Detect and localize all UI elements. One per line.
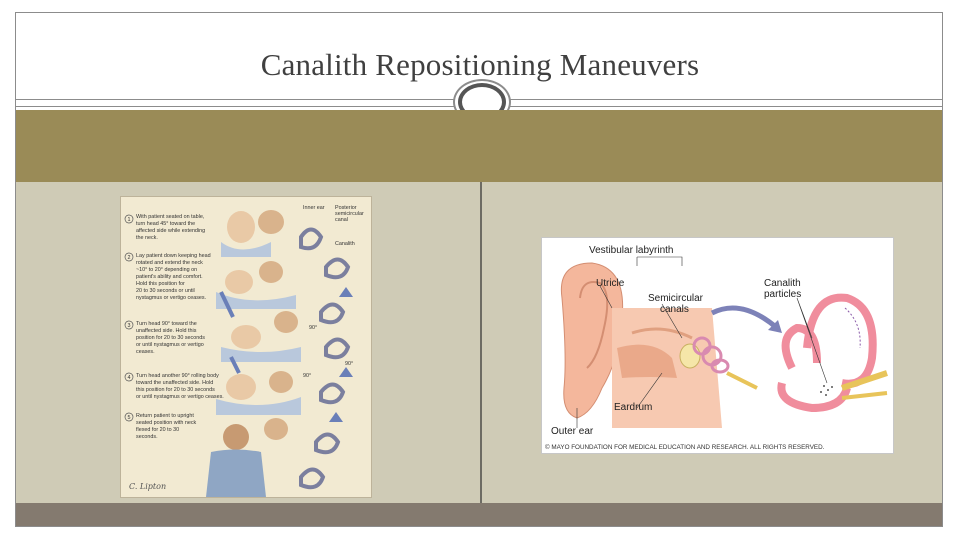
step-4-line-3: this position for 20 to 30 seconds	[136, 387, 215, 393]
step-4-line-2: toward the unaffected side. Hold	[136, 380, 213, 386]
step-3-line-5: ceases.	[136, 349, 155, 355]
step-5-number: 5	[128, 415, 131, 421]
label-angle-c: 90°	[303, 373, 311, 379]
step-4-number: 4	[128, 375, 131, 381]
step-5-line-1: Return patient to upright	[136, 413, 194, 419]
step-5: 5 Return patient to upright seated posit…	[124, 412, 197, 440]
label-outer-ear: Outer ear	[551, 426, 594, 437]
canal-diagrams	[299, 227, 351, 490]
copyright-text: © MAYO FOUNDATION FOR MEDICAL EDUCATION …	[545, 443, 825, 451]
patient-figures	[206, 210, 301, 497]
step-5-line-3: flexed for 20 to 30	[136, 427, 179, 433]
enlarged-labyrinth	[777, 293, 877, 413]
step-1: 1 With patient seated on table, turn hea…	[124, 214, 205, 241]
label-canalith-1: Canalith	[764, 278, 801, 289]
step-4: 4 Turn head another 90° rolling body tow…	[124, 372, 224, 400]
step-3: 3 Turn head 90° toward the unaffected si…	[124, 320, 205, 355]
step-1-number: 1	[128, 217, 131, 223]
step-2-line-3: ~10° to 20° depending on	[136, 267, 197, 273]
zoom-arrow	[710, 305, 779, 330]
footer-band	[16, 503, 942, 526]
label-vestibular-labyrinth: Vestibular labyrinth	[589, 245, 674, 256]
label-eardrum: Eardrum	[614, 402, 652, 413]
step-3-number: 3	[128, 323, 131, 329]
step-3-line-1: Turn head 90° toward the	[136, 321, 197, 327]
label-semicircular-2: canals	[660, 304, 689, 315]
slide: Canalith Repositioning Maneuvers 1 With …	[15, 12, 943, 527]
step-3-line-4: or until nystagmus or vertigo	[136, 342, 204, 348]
step-1-line-3: affected side while extending	[136, 228, 205, 234]
label-inner-ear: Inner ear	[303, 205, 325, 211]
label-posterior-3: canal	[335, 217, 348, 223]
content-area: 1 With patient seated on table, turn hea…	[16, 182, 942, 503]
step-1-line-2: turn head 45° toward the	[136, 221, 195, 227]
illustrator-signature: C. Lipton	[129, 482, 166, 491]
step-2-number: 2	[128, 255, 131, 261]
label-posterior-2: semicircular	[335, 211, 364, 217]
step-3-line-2: unaffected side. Hold this	[136, 328, 197, 334]
canalith-particle-dots	[820, 385, 833, 396]
label-utricle: Utricle	[596, 278, 625, 289]
step-4-line-4: or until nystagmus or vertigo ceases.	[136, 394, 224, 400]
header-band	[16, 110, 942, 182]
step-5-line-2: seated position with neck	[136, 420, 197, 426]
maneuver-steps-svg: 1 With patient seated on table, turn hea…	[121, 197, 371, 497]
step-2-line-6: 20 to 30 seconds or until	[136, 288, 195, 294]
label-canalith-2: particles	[764, 289, 801, 300]
step-4-line-1: Turn head another 90° rolling body	[136, 373, 219, 379]
label-angle-a: 90°	[309, 325, 317, 331]
step-2-line-7: nystagmus or vertigo ceases.	[136, 295, 206, 301]
label-angle-b: 90°	[345, 361, 353, 367]
maneuver-steps-illustration: 1 With patient seated on table, turn hea…	[120, 196, 372, 498]
step-1-line-1: With patient seated on table,	[136, 214, 205, 220]
step-2-line-4: patient's ability and comfort.	[136, 274, 203, 280]
label-posterior-1: Posterior	[335, 205, 357, 211]
ear-anatomy-illustration: Vestibular labyrinth Utricle Semicircula…	[541, 237, 894, 454]
step-5-line-4: seconds.	[136, 434, 158, 440]
ear-anatomy-svg: Vestibular labyrinth Utricle Semicircula…	[542, 238, 893, 453]
label-canalith: Canalith	[335, 241, 355, 247]
step-3-line-3: position for 20 to 30 seconds	[136, 335, 205, 341]
step-2-line-2: rotated and extend the neck	[136, 260, 203, 266]
step-1-line-4: the neck.	[136, 235, 158, 241]
label-semicircular-1: Semicircular	[648, 293, 704, 304]
column-divider	[480, 182, 482, 503]
step-2-line-5: Hold this position for	[136, 281, 185, 287]
step-2: 2 Lay patient down keeping head rotated …	[124, 252, 211, 301]
canal-arrows	[329, 287, 353, 422]
slide-title: Canalith Repositioning Maneuvers	[260, 47, 700, 82]
step-2-line-1: Lay patient down keeping head	[136, 253, 211, 259]
